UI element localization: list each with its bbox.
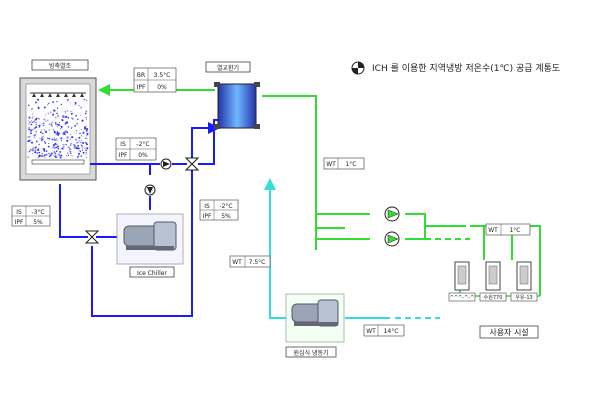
storage-tank-label-box [31, 59, 89, 71]
reading-value: 5% [221, 213, 231, 220]
reading-label: IS [204, 203, 210, 210]
reading-label: BR [137, 72, 145, 79]
reading-value: 5% [33, 219, 43, 226]
reading-box-right: IS -2°C IPF 5% [199, 199, 239, 221]
supply-pump-2-icon [384, 231, 400, 247]
heat-exchanger-label-box [205, 61, 251, 73]
wt-label: WT [366, 328, 376, 335]
wt-return-box: WT 14°C [363, 324, 405, 337]
reading-value: -2°C [136, 141, 149, 148]
wt-label: WT [232, 259, 242, 266]
user-unit-3 [516, 261, 532, 291]
centrifugal-chiller-label-box [285, 346, 337, 358]
reading-value: 3.5°C [154, 72, 171, 79]
heat-exchanger [217, 83, 257, 129]
reading-box-left: IS -3°C IPF 5% [11, 205, 51, 227]
reading-label: IPF [137, 84, 146, 91]
chilled-water-supply-lines [98, 84, 541, 296]
user-tag-1-box [448, 292, 476, 302]
user-facility-label: 사용자 시설 [489, 327, 528, 337]
wt-mid-box: WT 7.5°C [229, 255, 271, 268]
reading-value: -3°C [31, 209, 44, 216]
storage-tank-inner [25, 83, 91, 175]
ice-chiller-label-box [129, 266, 175, 278]
user-tag-3: 우유-13 [515, 295, 532, 301]
wt-supply-box: WT 1°C [323, 157, 365, 170]
reading-label: IS [16, 209, 22, 216]
storage-tank-label: 빙축열조 [49, 62, 72, 70]
ice-chiller-label: Ice Chiller [137, 270, 167, 277]
user-tag-1: ^^^-^-^ [450, 295, 475, 301]
hx-nozzle-1 [214, 82, 220, 87]
return-water-lines [264, 178, 390, 319]
user-tag-2: 수원770 [484, 294, 503, 301]
green-dashed-lines [405, 225, 470, 240]
reading-value: -2°C [219, 203, 232, 210]
legend-symbol-icon [351, 61, 365, 75]
reading-value: 0% [138, 152, 148, 159]
reading-label: IPF [203, 213, 212, 220]
tank-outlet-header [31, 159, 85, 165]
reading-value: 0% [157, 84, 167, 91]
centrifugal-chiller-label: 원심식 냉동기 [293, 349, 328, 357]
reading-label: IS [120, 141, 126, 148]
ice-particles [27, 98, 89, 159]
diagram-title: ICH 를 이용한 지역냉방 저온수(1℃) 공급 계통도 [372, 62, 560, 74]
reading-label: IPF [15, 219, 24, 226]
user-facility-box [479, 325, 539, 339]
wt-value: 7.5°C [249, 259, 266, 266]
user-tag-2-box [479, 292, 507, 302]
three-way-valve-icon [184, 157, 200, 171]
wt-label: WT [326, 161, 336, 168]
user-unit-2 [485, 261, 501, 291]
brine-pump-icon [160, 158, 172, 170]
three-way-valve-2-icon [84, 230, 100, 244]
centrifugal-chiller-icon [291, 299, 339, 327]
brine-pump-2-icon [144, 184, 156, 196]
wt-label: WT [488, 227, 498, 234]
user-unit-1 [454, 261, 470, 291]
reading-label: IPF [119, 152, 128, 159]
heat-exchanger-label: 열교환기 [217, 64, 239, 72]
wt-value: 14°C [384, 328, 399, 335]
reading-box-mid: IS -2°C IPF 0% [115, 137, 157, 161]
reading-box-top: BR 3.5°C IPF 0% [133, 67, 177, 93]
ice-chiller-icon [123, 221, 177, 251]
wt-value: 1°C [509, 227, 520, 234]
hx-nozzle-3 [214, 124, 220, 129]
wt-value: 1°C [345, 161, 356, 168]
supply-pump-1-icon [384, 206, 400, 222]
user-tag-3-box [510, 292, 538, 302]
hx-nozzle-4 [254, 124, 260, 129]
spray-nozzles [30, 92, 86, 97]
hx-nozzle-2 [254, 82, 260, 87]
wt-user-box: WT 1°C [485, 223, 531, 236]
